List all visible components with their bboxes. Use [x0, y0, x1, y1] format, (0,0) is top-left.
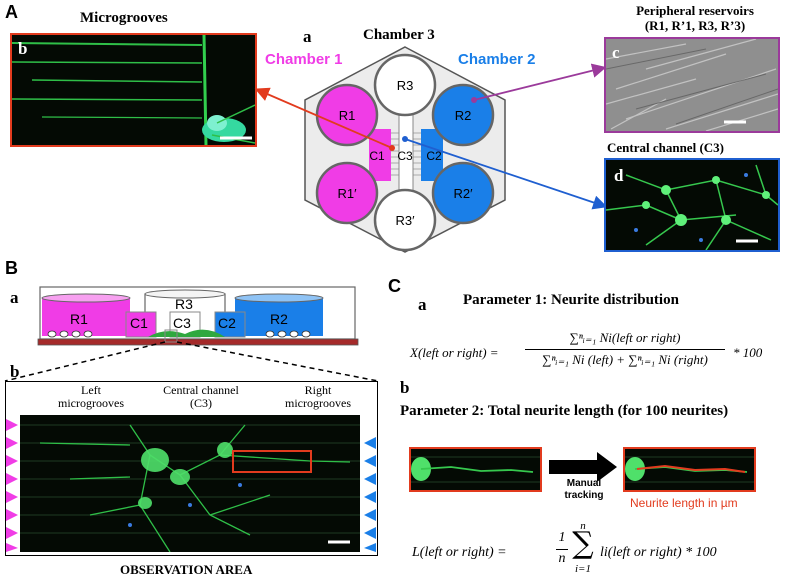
- observation-image: [20, 424, 360, 553]
- xs-label-c1: C1: [130, 315, 148, 331]
- parameter2-title: Parameter 2: Total neurite length (for 1…: [400, 403, 729, 419]
- device-cross-section: R1 C1 R3 C3 C2 R2: [37, 286, 359, 346]
- label-r1: R1: [339, 108, 356, 123]
- panel-b-b-letter: b: [10, 362, 20, 381]
- neurite-length-label: Neurite length in µm: [630, 496, 738, 510]
- eq1-lhs: X(left or right) =: [410, 345, 499, 360]
- right-micro-line1: Right: [304, 383, 332, 397]
- central-channel-title: Central channel (C3): [607, 140, 724, 155]
- flow-triangles: [6, 419, 376, 552]
- xs-label-r3: R3: [175, 296, 193, 312]
- observation-micrograph: [20, 415, 360, 553]
- label-c3: C3: [397, 149, 413, 163]
- peripheral-title: Peripheral reservoirs (R1, R’1, R3, R’3): [600, 3, 787, 33]
- chamber3-label: Chamber 3: [363, 27, 435, 43]
- observation-area-label: OBSERVATION AREA: [120, 562, 253, 577]
- panel-b-letter: B: [5, 258, 18, 278]
- eq2-sum-top: n: [580, 520, 586, 532]
- panel-c-a-letter: a: [418, 295, 427, 314]
- label-r3p: R3′: [395, 213, 415, 228]
- chamber1-label: Chamber 1: [265, 51, 343, 68]
- eq2-fraction-bar: [556, 549, 568, 550]
- eq2-frac-den: n: [558, 551, 566, 566]
- reservoir-r1p: [315, 161, 379, 225]
- neuron-network-image: [606, 164, 778, 250]
- eq1-tail: * 100: [733, 345, 763, 360]
- peripheral-title-line1: Peripheral reservoirs: [636, 3, 754, 18]
- microgrooves-image: [12, 35, 255, 145]
- panel-a-d-letter: d: [614, 166, 624, 185]
- xs-label-r1: R1: [70, 311, 88, 327]
- reservoir-r1-fill: [42, 298, 130, 336]
- label-r2: R2: [455, 108, 472, 123]
- channel-c2: [214, 311, 246, 338]
- device-diagram: R3 R3′ R1 R1′ R2 R2′ C1 C3 C2: [304, 46, 506, 253]
- central-line1: Central channel: [163, 383, 239, 397]
- summation-icon: ∑: [572, 526, 594, 561]
- xs-label-c2: C2: [218, 315, 236, 331]
- substrate: [37, 338, 359, 346]
- label-c1: C1: [369, 149, 385, 163]
- left-micro-line2: microgrooves: [58, 396, 124, 410]
- neurite-after-image: [625, 456, 754, 483]
- eq1-fraction-bar: [525, 349, 725, 350]
- panel-c-letter: C: [388, 276, 401, 296]
- panel-b-a-letter: a: [10, 288, 19, 307]
- central-channel-micrograph: d: [604, 158, 780, 252]
- right-micro-line2: microgrooves: [285, 396, 351, 410]
- parameter1-title: Parameter 1: Neurite distribution: [463, 292, 679, 308]
- peripheral-micrograph: c: [604, 37, 780, 133]
- eq2-sum-bottom: i=1: [575, 563, 591, 575]
- eq2-frac-num: 1: [558, 530, 566, 545]
- right-microgrooves-label: Right microgrooves: [268, 384, 368, 410]
- panel-a-a-letter: a: [303, 27, 312, 46]
- manual-tracking-arrow: [549, 452, 617, 482]
- panel-a-c-letter: c: [612, 43, 620, 62]
- panel-c-b-letter: b: [400, 378, 410, 397]
- chamber2-label: Chamber 2: [458, 51, 536, 68]
- microgrooves-micrograph: b: [10, 33, 257, 147]
- panel-a-letter: A: [5, 2, 18, 22]
- manual-tracking-line2: tracking: [564, 490, 604, 501]
- eq1-denominator: ∑ⁿᵢ₌₁ Ni (left) + ∑ⁿᵢ₌₁ Ni (right): [542, 352, 708, 367]
- label-r3: R3: [397, 78, 414, 93]
- panel-a-b-letter: b: [18, 39, 28, 58]
- microgrooves-title: Microgrooves: [80, 10, 168, 26]
- phase-contrast-image: [606, 39, 778, 131]
- manual-tracking-line1: Manual: [566, 478, 602, 489]
- neurite-before: [409, 447, 542, 492]
- neurite-after: [623, 447, 756, 492]
- left-micro-line1: Left: [81, 383, 101, 397]
- central-channel-label: Central channel (C3): [146, 384, 256, 410]
- peripheral-title-line2: (R1, R’1, R3, R’3): [644, 18, 746, 33]
- eq1-numerator: ∑ⁿᵢ₌₁ Ni(left or right): [569, 330, 681, 345]
- label-r1p: R1′: [337, 186, 357, 201]
- neurite-before-image: [411, 456, 540, 483]
- label-r2p: R2′: [453, 186, 473, 201]
- manual-tracking-label: Manual tracking: [544, 478, 624, 502]
- eq2-body: li(left or right) * 100: [600, 545, 717, 560]
- central-line2: (C3): [190, 396, 212, 410]
- eq2-lhs: L(left or right) =: [412, 545, 507, 560]
- label-c2: C2: [426, 149, 442, 163]
- traced-neurite: [636, 464, 746, 473]
- observation-box: Left microgrooves Central channel (C3) R…: [5, 381, 378, 556]
- xs-label-c3: C3: [173, 315, 191, 331]
- left-microgrooves-label: Left microgrooves: [41, 384, 141, 410]
- neurite-highlight-box: [232, 450, 312, 473]
- xs-label-r2: R2: [270, 311, 288, 327]
- reservoir-r2-fill: [235, 298, 323, 336]
- channel-c1: [125, 311, 157, 338]
